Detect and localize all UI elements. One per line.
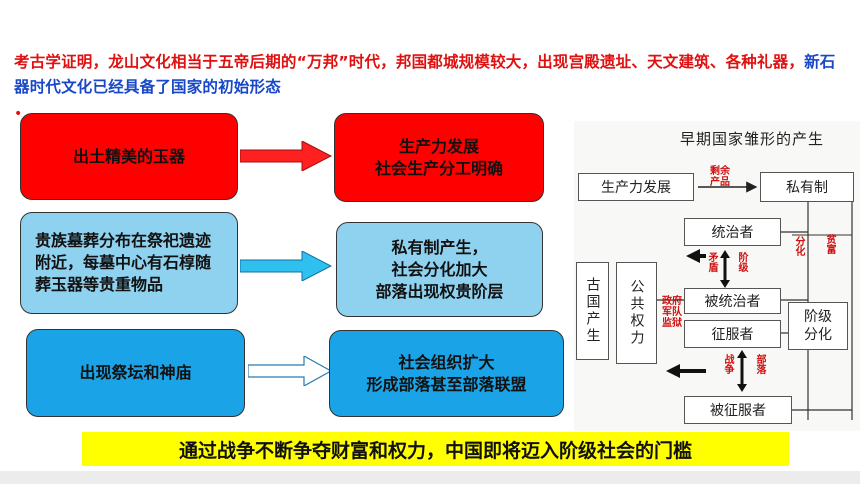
- surplus-line-1: 剩余: [710, 166, 730, 177]
- private-ownership-box: 私有制产生， 社会分化加大 部落出现权贵阶层: [336, 222, 543, 317]
- rich-poor-label: 贫富: [824, 234, 835, 254]
- conflict-label: 矛盾: [706, 252, 717, 272]
- intro-paragraph: 考古学证明，龙山文化相当于五帝后期的“万邦”时代，邦国都城规模较大，出现宫殿遗址…: [14, 50, 850, 100]
- productivity-box: 生产力发展 社会生产分工明确: [334, 113, 544, 202]
- altar-text: 出现祭坛和神庙: [79, 363, 192, 382]
- diagram-title: 早期国家雏形的产生: [680, 130, 825, 148]
- private-line-1: 私有制产生，: [391, 237, 488, 257]
- ruled-node: 被统治者: [684, 288, 781, 314]
- ruler-node: 统治者: [684, 218, 781, 246]
- footer-strip: [0, 471, 860, 484]
- ancient-state-node: 古国产生: [576, 262, 609, 360]
- jade-artifacts-text: 出土精美的玉器: [72, 146, 185, 166]
- class-division-text: 阶级分化: [804, 309, 832, 343]
- government-line-1: 政府: [662, 296, 682, 307]
- surplus-label: 剩余 产品: [706, 166, 734, 188]
- organization-line-1: 社会组织扩大: [398, 352, 495, 372]
- arrow-right-red-icon: [240, 141, 332, 171]
- organization-box: 社会组织扩大 形成部落甚至部落联盟: [329, 330, 564, 417]
- private-line-3: 部落出现权贵阶层: [375, 281, 504, 301]
- divide-label: 分化: [793, 236, 804, 256]
- war-label: 战争: [722, 354, 733, 374]
- government-label: 政府 军队 监狱: [658, 296, 686, 329]
- bullet-dot: •: [14, 106, 23, 122]
- class-label: 阶级: [736, 252, 747, 272]
- surplus-line-2: 产品: [710, 177, 730, 188]
- private-ownership-node: 私有制: [760, 172, 854, 202]
- private-line-2: 社会分化加大: [391, 259, 488, 279]
- conclusion-text: 通过战争不断争夺财富和权力，中国即将迈入阶级社会的门槛: [178, 439, 692, 462]
- productivity-line-1: 生产力发展: [398, 136, 479, 156]
- government-line-3: 监狱: [662, 318, 682, 329]
- productivity-line-2: 社会生产分工明确: [374, 158, 503, 178]
- organization-line-2: 形成部落甚至部落联盟: [366, 374, 527, 394]
- conquered-node: 被征服者: [684, 396, 792, 424]
- intro-red-text: 考古学证明，龙山文化相当于五帝后期的“万邦”时代，邦国都城规模较大，出现宫殿遗址…: [14, 53, 805, 71]
- jade-artifacts-box: 出土精美的玉器: [20, 113, 238, 200]
- arrow-right-cyan-icon: [240, 251, 332, 281]
- productivity-node: 生产力发展: [578, 173, 694, 201]
- government-line-2: 军队: [662, 307, 682, 318]
- altar-box: 出现祭坛和神庙: [26, 329, 245, 417]
- tomb-text: 贵族墓葬分布在祭祀遗迹附近，每墓中心有石椁随葬玉器等贵重物品: [35, 231, 212, 294]
- public-power-node: 公共权力: [616, 262, 657, 364]
- tribe-label: 部落: [754, 354, 765, 374]
- arrow-right-white-icon: [248, 356, 332, 386]
- conclusion-banner: 通过战争不断争夺财富和权力，中国即将迈入阶级社会的门槛: [82, 432, 789, 466]
- class-division-node: 阶级分化: [788, 302, 848, 350]
- tomb-box: 贵族墓葬分布在祭祀遗迹附近，每墓中心有石椁随葬玉器等贵重物品: [20, 212, 238, 314]
- intro-blue-text: 新石器时代文化已经具备了国家的初始形态: [14, 53, 836, 96]
- conqueror-node: 征服者: [684, 320, 781, 348]
